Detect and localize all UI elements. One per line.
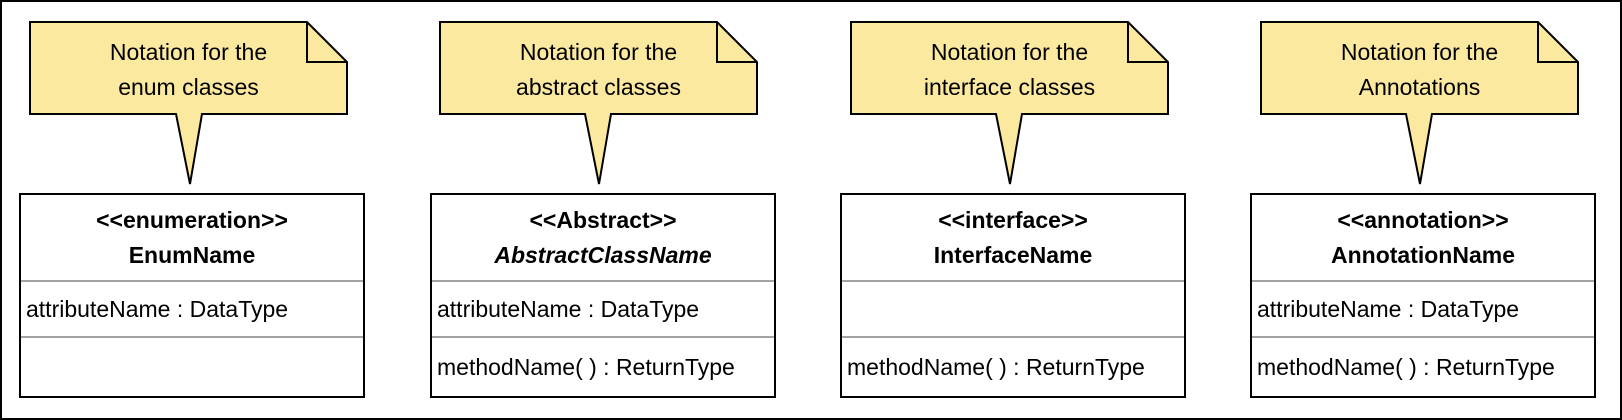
note-text: Notation for the interface classes bbox=[851, 22, 1168, 118]
attributes-compartment bbox=[842, 282, 1184, 338]
methods-compartment: methodName( ) : ReturnType bbox=[842, 338, 1184, 396]
uml-class-header: <<Abstract>> AbstractClassName bbox=[432, 195, 774, 282]
note-line-1: Notation for the bbox=[930, 39, 1089, 65]
stereotype-label: <<Abstract>> bbox=[529, 206, 677, 233]
uml-class-interface: <<interface>> InterfaceName methodName( … bbox=[840, 193, 1186, 398]
note-callout-shape bbox=[29, 21, 348, 185]
note-line-1: Notation for the bbox=[519, 39, 678, 65]
method-text: methodName( ) : ReturnType bbox=[847, 353, 1145, 380]
attribute-text: attributeName : DataType bbox=[26, 295, 289, 322]
note-callout-enum: Notation for the enum classes bbox=[29, 21, 360, 192]
uml-class-enum: <<enumeration>> EnumName attributeName :… bbox=[19, 193, 365, 398]
method-text: methodName( ) : ReturnType bbox=[1257, 353, 1555, 380]
note-callout-annotation: Notation for the Annotations bbox=[1260, 21, 1591, 192]
attribute-text: attributeName : DataType bbox=[437, 295, 700, 322]
class-name: InterfaceName bbox=[933, 241, 1093, 268]
note-fold-corner bbox=[306, 22, 347, 63]
stereotype-label: <<annotation>> bbox=[1337, 206, 1509, 233]
methods-compartment bbox=[21, 338, 363, 396]
note-line-1: Notation for the bbox=[109, 39, 268, 65]
note-callout-shape bbox=[439, 21, 758, 185]
uml-class-annotation: <<annotation>> AnnotationName attributeN… bbox=[1250, 193, 1596, 398]
note-line-2: Annotations bbox=[1358, 74, 1481, 100]
method-text: methodName( ) : ReturnType bbox=[437, 353, 735, 380]
attributes-compartment: attributeName : DataType bbox=[432, 282, 774, 338]
note-line-2: abstract classes bbox=[516, 74, 681, 100]
note-callout-abstract: Notation for the abstract classes bbox=[439, 21, 770, 192]
uml-class-abstract: <<Abstract>> AbstractClassName attribute… bbox=[430, 193, 776, 398]
uml-class-header: <<enumeration>> EnumName bbox=[21, 195, 363, 282]
methods-compartment: methodName( ) : ReturnType bbox=[1252, 338, 1594, 396]
class-name: AnnotationName bbox=[1331, 241, 1515, 268]
note-text: Notation for the enum classes bbox=[30, 22, 347, 118]
note-text: Notation for the Annotations bbox=[1261, 22, 1578, 118]
note-line-2: enum classes bbox=[118, 74, 259, 100]
class-name: EnumName bbox=[128, 241, 256, 268]
attribute-text: attributeName : DataType bbox=[1257, 295, 1520, 322]
methods-compartment: methodName( ) : ReturnType bbox=[432, 338, 774, 396]
note-fold-corner bbox=[1127, 22, 1168, 63]
note-line-1: Notation for the bbox=[1340, 39, 1499, 65]
note-line-2: interface classes bbox=[923, 74, 1096, 100]
uml-class-header: <<interface>> InterfaceName bbox=[842, 195, 1184, 282]
attributes-compartment: attributeName : DataType bbox=[1252, 282, 1594, 338]
note-callout-shape bbox=[850, 21, 1169, 185]
note-text: Notation for the abstract classes bbox=[440, 22, 757, 118]
note-callout-interface: Notation for the interface classes bbox=[850, 21, 1181, 192]
stereotype-label: <<enumeration>> bbox=[96, 206, 288, 233]
note-fold-corner bbox=[716, 22, 757, 63]
class-name: AbstractClassName bbox=[494, 241, 712, 268]
note-callout-shape bbox=[1260, 21, 1579, 185]
stereotype-label: <<interface>> bbox=[938, 206, 1088, 233]
attributes-compartment: attributeName : DataType bbox=[21, 282, 363, 338]
note-fold-corner bbox=[1537, 22, 1578, 63]
uml-class-header: <<annotation>> AnnotationName bbox=[1252, 195, 1594, 282]
